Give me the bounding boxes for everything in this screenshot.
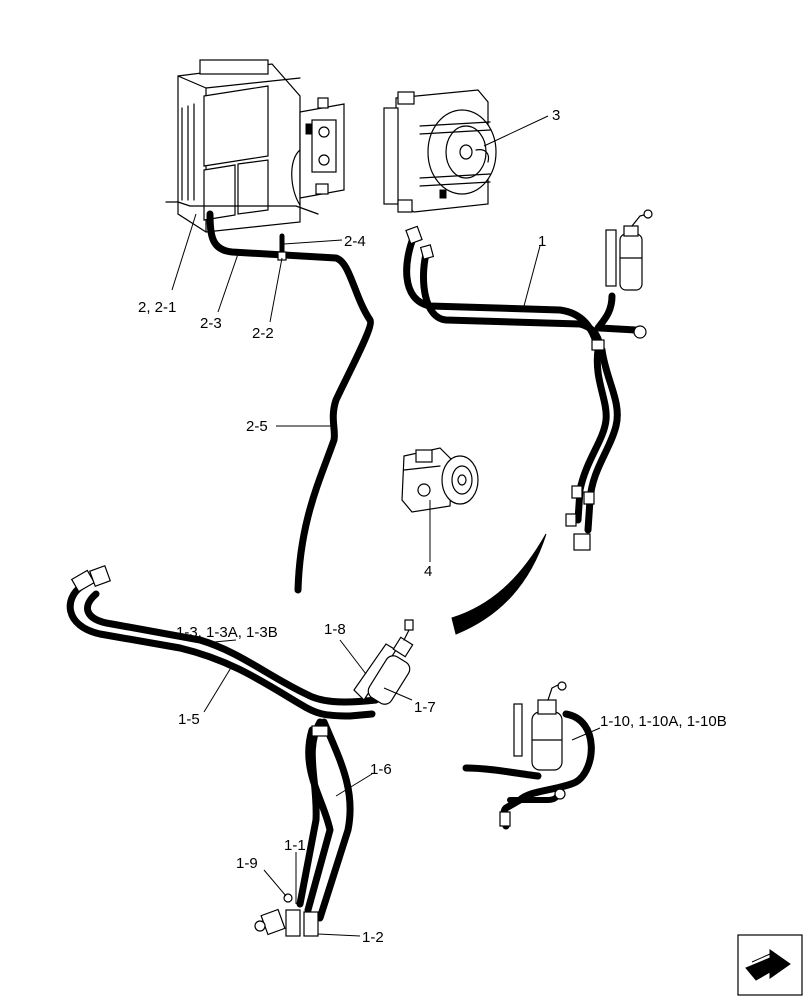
- callout-1-2: 1-2: [362, 929, 384, 946]
- compressor: [401, 447, 479, 513]
- next-page-arrow-icon[interactable]: [737, 934, 803, 996]
- drain-hose: [206, 210, 374, 594]
- callout-1-7: 1-7: [414, 699, 436, 716]
- hose-assembly-1-3: [66, 564, 414, 937]
- callout-2-2: 2-2: [252, 325, 274, 342]
- callout-1-1: 1-1: [284, 837, 306, 854]
- hose-assembly-1: [403, 209, 653, 551]
- callout-2-2-1: 2, 2-1: [138, 299, 176, 316]
- receiver-drier-1-10: [462, 681, 595, 830]
- callout-1-10: 1-10, 1-10A, 1-10B: [600, 713, 727, 730]
- section-divider-swoosh: [451, 533, 547, 635]
- condenser-assembly: [383, 89, 497, 213]
- callout-1-6: 1-6: [370, 761, 392, 778]
- callout-1: 1: [538, 233, 546, 250]
- callout-1-8: 1-8: [324, 621, 346, 638]
- callout-3: 3: [552, 107, 560, 124]
- callout-2-3: 2-3: [200, 315, 222, 332]
- evaporator-box-assembly: [165, 59, 345, 233]
- callout-labels: 3 2-4 1 2, 2-1 2-3 2-2 2-5 4 1-3, 1-3A, …: [138, 107, 727, 946]
- callout-1-5: 1-5: [178, 711, 200, 728]
- leader-lines: [171, 115, 601, 937]
- callout-1-9: 1-9: [236, 855, 258, 872]
- callout-4: 4: [424, 563, 432, 580]
- callout-2-5: 2-5: [246, 418, 268, 435]
- callout-2-4: 2-4: [344, 233, 366, 250]
- callout-1-3: 1-3, 1-3A, 1-3B: [176, 624, 278, 641]
